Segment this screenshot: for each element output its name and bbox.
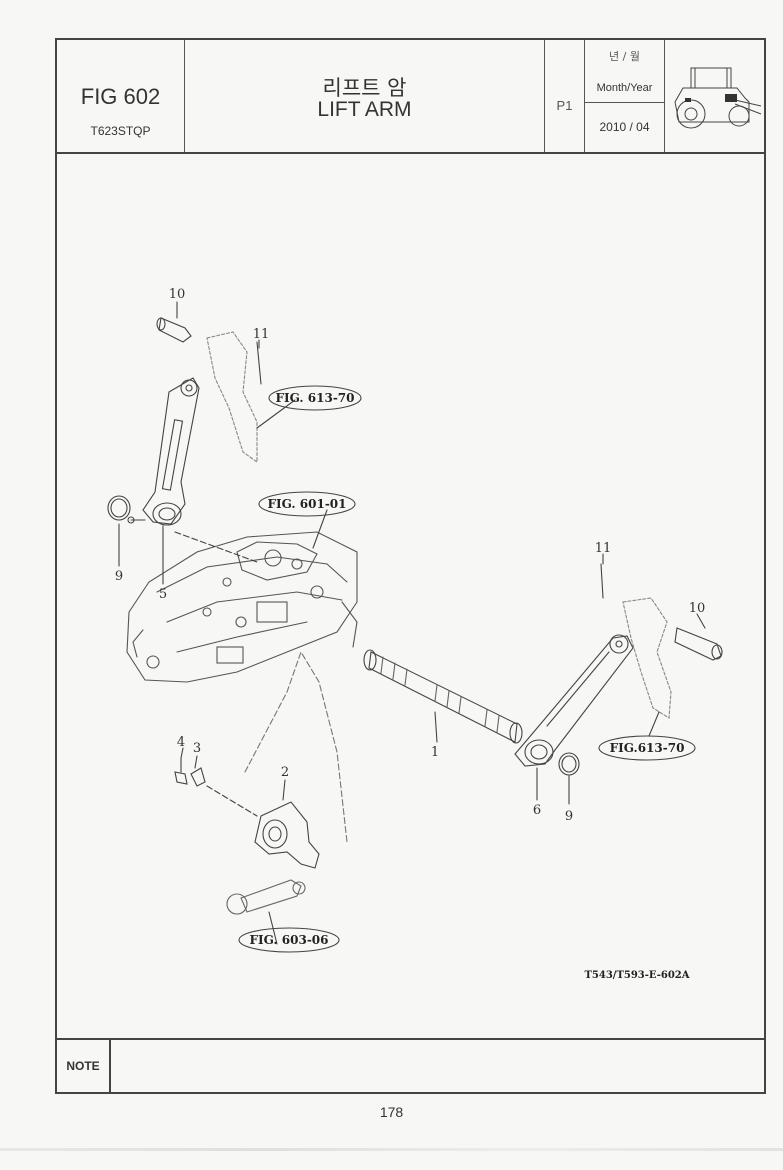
- bracket-2: [254, 801, 320, 869]
- lift-rod-left: [206, 331, 258, 464]
- hydraulic-housing: [126, 531, 358, 683]
- title-english: LIFT ARM: [317, 98, 412, 121]
- fig-cell: FIG 602 T623STQP: [57, 40, 185, 152]
- date-label: Month/Year: [596, 82, 653, 94]
- lift-arm-left: [142, 377, 200, 526]
- title-cell: 리프트 암 LIFT ARM: [185, 40, 545, 152]
- note-row: NOTE: [57, 1038, 764, 1092]
- header: FIG 602 T623STQP 리프트 암 LIFT ARM P1 년 / 월…: [57, 40, 764, 154]
- lift-shaft: [363, 649, 523, 744]
- callout-5: 5: [159, 587, 167, 602]
- drawing-code: T543/T593-E-602A: [584, 970, 689, 981]
- lift-arm-right: [514, 634, 634, 767]
- ref-fig-613-70-right: FIG.613-70: [610, 741, 685, 755]
- callout-10-right: 10: [689, 601, 706, 616]
- callout-10-left: 10: [169, 287, 186, 302]
- lift-link-rod: [226, 879, 306, 915]
- page-frame: FIG 602 T623STQP 리프트 암 LIFT ARM P1 년 / 월…: [55, 38, 766, 1094]
- ref-ellipse-1: [268, 385, 362, 411]
- ref-fig-601-01: FIG. 601-01: [267, 497, 346, 511]
- ref-ellipse-4: [238, 927, 340, 953]
- title-korean: 리프트 암: [322, 76, 407, 100]
- ref-ellipse-2: [258, 491, 356, 517]
- ref-fig-603-06: FIG. 603-06: [249, 933, 328, 947]
- split-pin-11-right: [600, 563, 604, 599]
- date-cell: 년 / 월 Month/Year 2010 / 04: [585, 40, 665, 152]
- page-label: P1: [556, 98, 573, 113]
- date-divider: [585, 102, 664, 103]
- date-value: 2010 / 04: [599, 120, 650, 134]
- exploded-view-drawing: 10 11 9 5 11 10 4 3 2 1 6 9 FIG. 613-70 …: [107, 287, 723, 981]
- date-label-korean: 년 / 월: [609, 50, 640, 63]
- callout-1: 1: [431, 745, 439, 760]
- lift-rod-right: [622, 597, 672, 719]
- callout-4: 4: [177, 735, 185, 750]
- callout-11-right: 11: [595, 541, 612, 556]
- tractor-icon-cell: [665, 40, 764, 152]
- ref-ellipse-3: [598, 735, 696, 761]
- pin-10-right: [674, 627, 723, 661]
- split-pin-11-left: [256, 341, 262, 385]
- note-label: NOTE: [57, 1040, 111, 1092]
- page-number: 178: [379, 1104, 404, 1120]
- washer-3: [190, 767, 206, 787]
- ring-9-right: [558, 752, 580, 776]
- bolt-4: [174, 757, 188, 785]
- fig-number: FIG 602: [80, 84, 161, 109]
- scan-artifact: [0, 1148, 783, 1151]
- callout-3: 3: [193, 741, 201, 756]
- callout-6: 6: [533, 803, 541, 818]
- callout-9-right: 9: [565, 809, 573, 824]
- callout-2: 2: [281, 765, 289, 780]
- page-cell: P1: [545, 40, 585, 152]
- callout-9-left: 9: [115, 569, 123, 584]
- ref-fig-613-70-left: FIG. 613-70: [275, 391, 354, 405]
- tractor-icon: [674, 67, 762, 129]
- callout-11-left: 11: [253, 327, 270, 342]
- pin-10-left: [156, 317, 192, 343]
- model-code: T623STQP: [90, 124, 151, 138]
- ring-9-left: [107, 495, 131, 521]
